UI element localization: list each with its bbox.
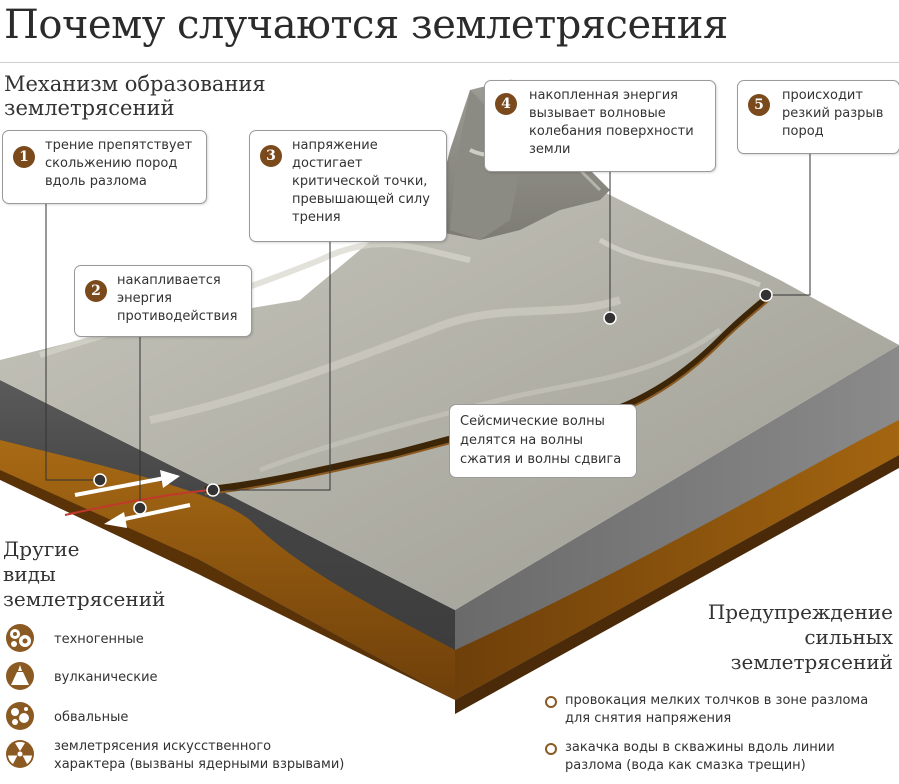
seismic-waves-note: Сейсмические волны делятся на волны сжат… (449, 404, 637, 478)
step-3-line: превышающей силу (292, 192, 430, 207)
slip-arrows (74, 470, 191, 528)
gears-icon (6, 624, 34, 652)
type-label: характера (вызваны ядерными взрывами) (54, 757, 345, 772)
other-types-heading-line: Другие (3, 537, 80, 561)
type-item-nuclear: землетрясения искусственного характера (… (4, 738, 404, 772)
step-2-number: 2 (85, 280, 107, 302)
other-types-heading: Другие виды землетрясений (3, 537, 165, 612)
step-1-line: трение препятствует (45, 138, 193, 153)
title-divider (0, 62, 899, 63)
warning-line: разлома (вода как смазка трещин) (565, 758, 806, 773)
mechanism-heading-line1: Механизм образования (4, 72, 266, 96)
step-5-line: пород (782, 124, 824, 139)
step-4-number: 4 (495, 93, 517, 115)
warning-heading-line: Предупреждение (707, 600, 893, 624)
other-types-heading-line: землетрясений (3, 587, 166, 611)
other-types-heading-line: виды (3, 562, 56, 586)
step-5-line: происходит (782, 88, 863, 103)
step-4-line: колебания поверхности (529, 124, 694, 139)
bullet-icon (545, 743, 557, 755)
step-5-number: 5 (748, 94, 770, 116)
type-label: обвальные (54, 710, 129, 725)
step-2-line: противодействия (117, 309, 238, 324)
step-1-number: 1 (13, 146, 35, 168)
step-1-callout: 1 трение препятствует скольжению пород в… (2, 130, 207, 204)
step-1-line: вдоль разлома (45, 174, 147, 189)
step-2-callout: 2 накапливается энергия противодействия (74, 265, 252, 337)
step-4-line: земли (529, 142, 571, 157)
step-3-line: критической точки, (292, 174, 428, 189)
radiation-icon (6, 740, 34, 768)
volcano-icon (6, 662, 34, 690)
step-5-callout: 5 происходит резкий разрыв пород (737, 80, 899, 154)
mechanism-heading: Механизм образования землетрясений (4, 72, 266, 120)
step-4-line: вызывает волновые (529, 106, 666, 121)
type-label: техногенные (54, 632, 144, 647)
step-3-callout: 3 напряжение достигает критической точки… (249, 130, 447, 242)
marker-dots (93, 288, 773, 515)
warning-heading: Предупреждение сильных землетрясений (708, 600, 893, 675)
step-1-line: скольжению пород (45, 156, 178, 171)
waves-note-line: сжатия и волны сдвига (460, 452, 622, 467)
step-3-line: трения (292, 210, 341, 225)
waves-note-line: Сейсмические волны (460, 414, 605, 429)
step-3-line: напряжение (292, 138, 378, 153)
step-4-line: накопленная энергия (529, 88, 678, 103)
step-5-line: резкий разрыв (782, 106, 884, 121)
step-3-number: 3 (260, 145, 282, 167)
warning-line: провокация мелких толчков в зоне разлома (565, 693, 869, 708)
step-2-line: накапливается (117, 273, 221, 288)
page-title: Почему случаются землетрясения (4, 2, 728, 48)
step-2-line: энергия (117, 291, 172, 306)
warning-line: для снятия напряжения (565, 711, 732, 726)
type-label: вулканические (54, 670, 158, 685)
step-3-line: достигает (292, 156, 363, 171)
step-4-callout: 4 накопленная энергия вызывает волновые … (484, 80, 716, 172)
warning-line: закачка воды в скважины вдоль линии (565, 740, 835, 755)
bullet-icon (545, 696, 557, 708)
waves-note-line: делятся на волны (460, 433, 584, 448)
type-label: землетрясения искусственного (54, 739, 272, 754)
mechanism-heading-line2: землетрясений (4, 96, 175, 120)
leader-lines (45, 152, 811, 508)
warning-heading-line: сильных (804, 625, 893, 649)
warning-heading-line: землетрясений (730, 650, 893, 674)
rocks-icon (6, 702, 34, 730)
